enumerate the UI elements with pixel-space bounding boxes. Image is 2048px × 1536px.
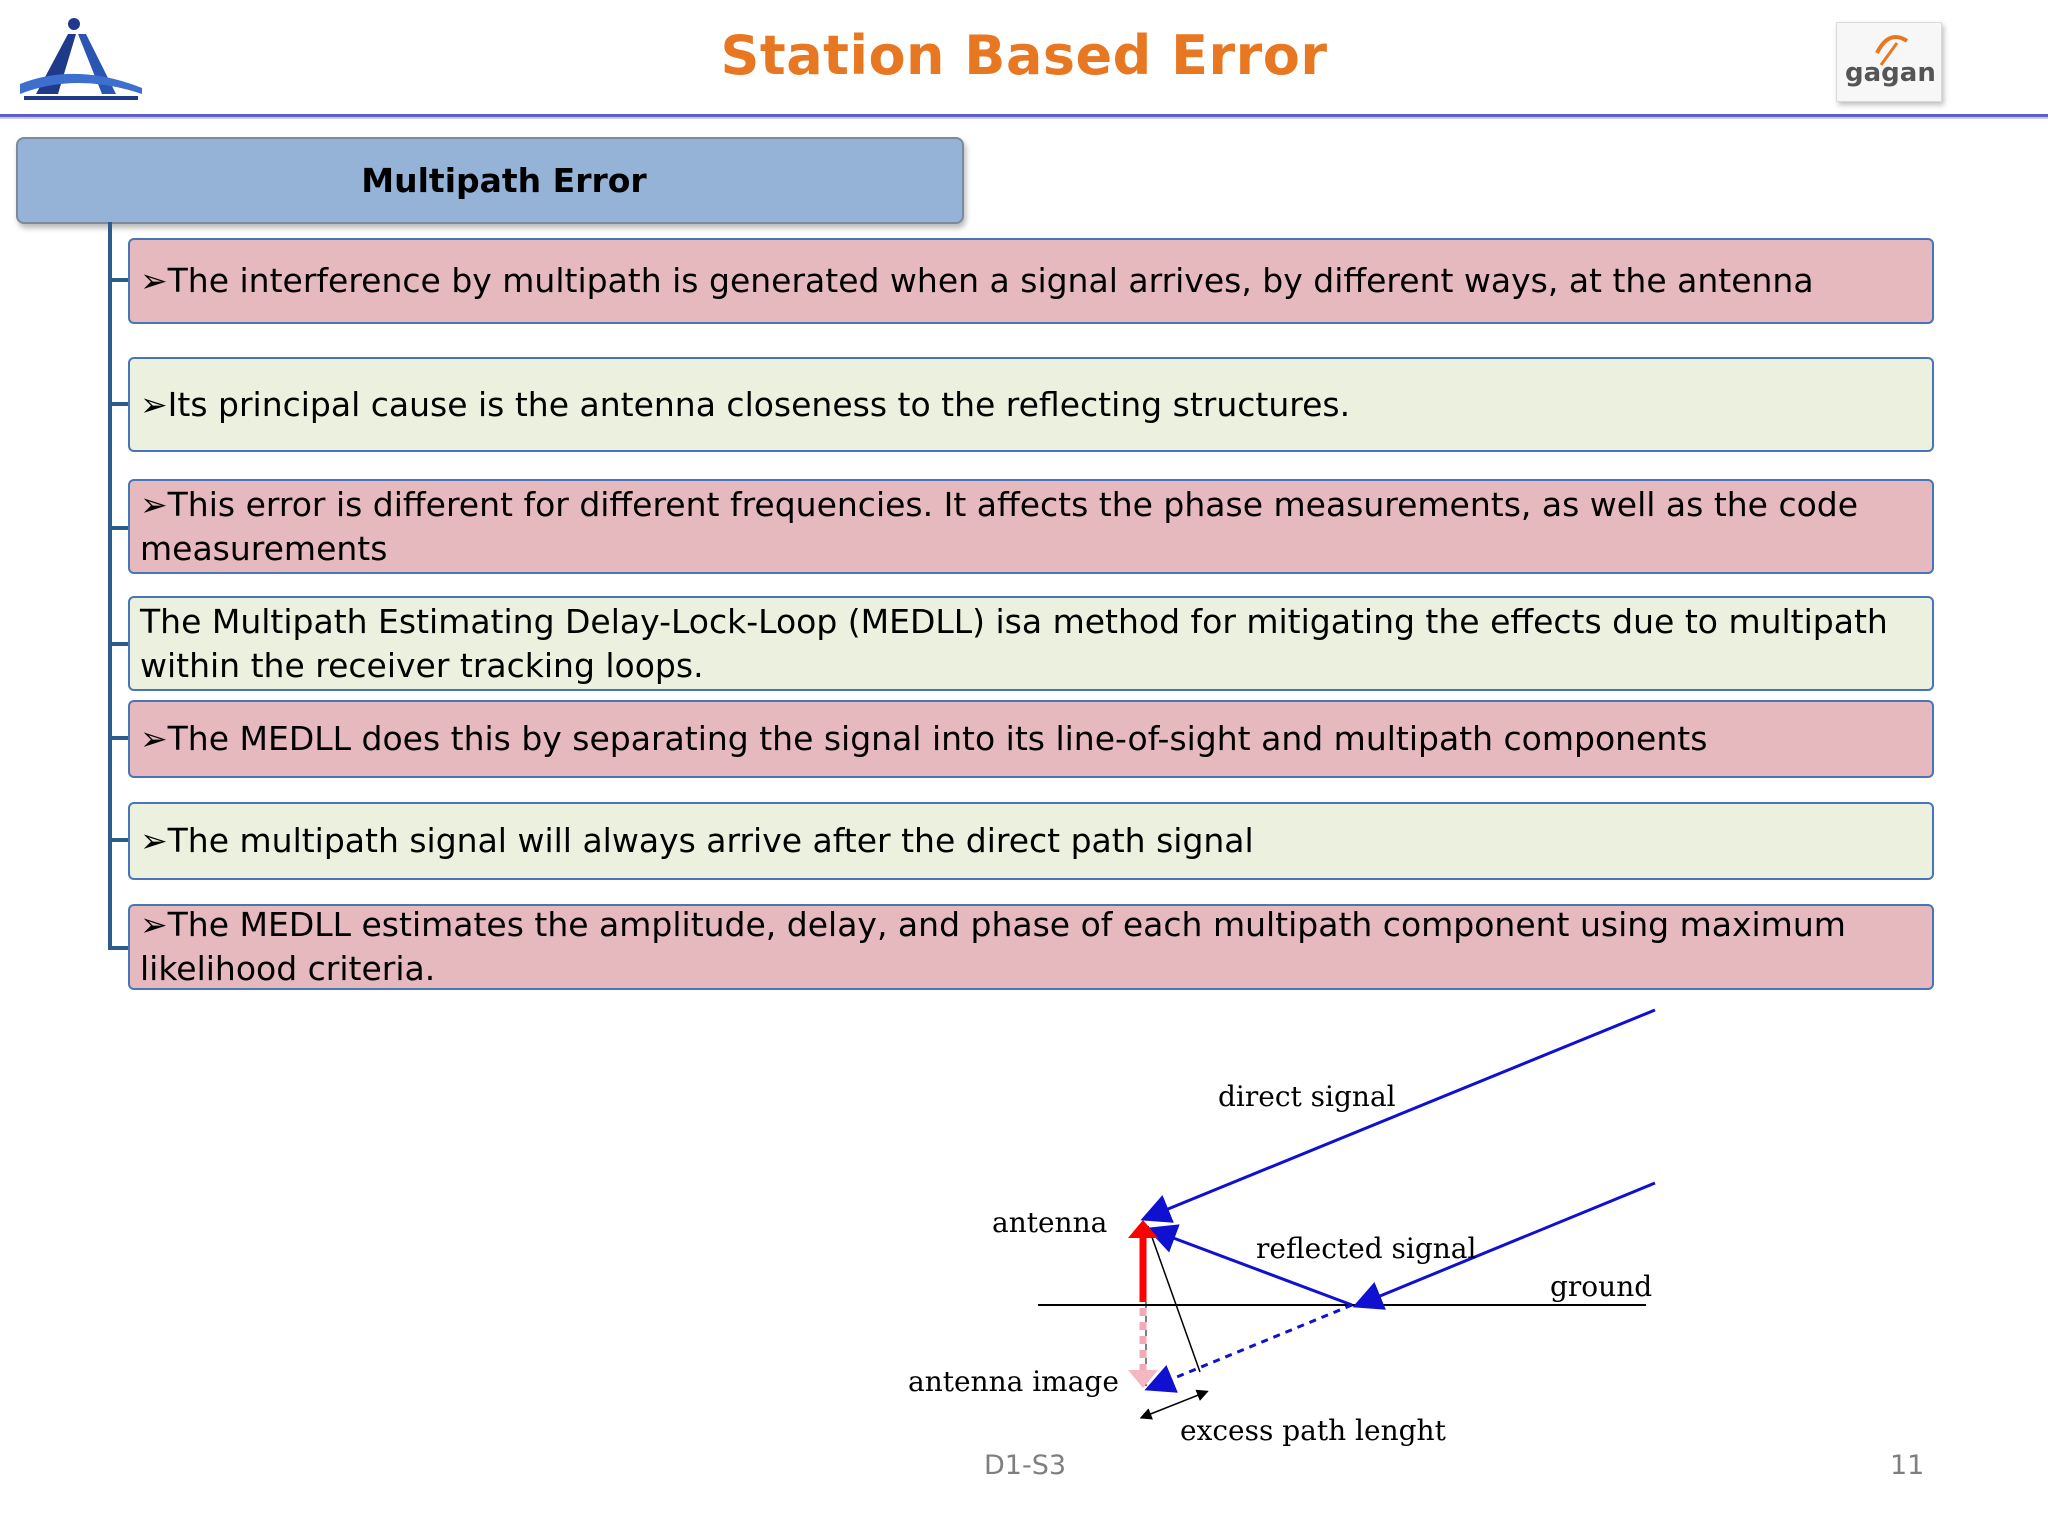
- tree-tick: [108, 736, 130, 740]
- bullet-text: ➢This error is different for different f…: [140, 484, 1859, 568]
- slide-title: Station Based Error: [720, 24, 1328, 87]
- page-number: 11: [1890, 1450, 1925, 1481]
- tree-tick: [108, 402, 130, 406]
- tree-tick: [108, 278, 130, 282]
- bullet-text: ➢The interference by multipath is genera…: [140, 261, 1814, 300]
- tree-tick: [108, 526, 130, 530]
- reflected-signal-ray: [1146, 1224, 1353, 1307]
- header-divider: [0, 114, 2048, 117]
- bullet-box: ➢This error is different for different f…: [128, 479, 1934, 574]
- excess-path-label: excess path lenght: [1180, 1414, 1447, 1447]
- aai-logo-icon: [16, 14, 146, 106]
- bullet-box: ➢The MEDLL does this by separating the s…: [128, 700, 1934, 778]
- tree-connector: [108, 222, 112, 950]
- gagan-logo-icon: gagan: [1836, 22, 1942, 102]
- footer-slide-code: D1-S3: [984, 1450, 1067, 1481]
- reflected-signal-label: reflected signal: [1256, 1232, 1477, 1265]
- antenna-icon: [1128, 1220, 1158, 1238]
- logo-right-text: gagan: [1845, 58, 1936, 88]
- bullet-text: ➢The multipath signal will always arrive…: [140, 821, 1254, 860]
- direct-signal-ray: [1140, 1008, 1656, 1223]
- image-path-ray: [1144, 1303, 1353, 1393]
- tree-tick: [108, 642, 130, 646]
- antenna-image-label: antenna image: [908, 1365, 1119, 1398]
- multipath-diagram: direct signal antenna reflected signal g…: [890, 1000, 1670, 1460]
- incoming-reflected-ray: [1352, 1181, 1656, 1310]
- tree-tick: [108, 838, 130, 842]
- bullet-box: ➢The interference by multipath is genera…: [128, 238, 1934, 324]
- bullet-box: The Multipath Estimating Delay-Lock-Loop…: [128, 596, 1934, 691]
- geometry-line: [1147, 1225, 1201, 1373]
- direct-signal-label: direct signal: [1218, 1080, 1396, 1113]
- bullet-text: ➢The MEDLL does this by separating the s…: [140, 719, 1708, 758]
- section-header-box: Multipath Error: [16, 137, 964, 224]
- excess-path-arrow: [1139, 1389, 1209, 1420]
- antenna-label: antenna: [992, 1206, 1107, 1239]
- header-divider-shadow: [0, 117, 2048, 119]
- bullet-text: The Multipath Estimating Delay-Lock-Loop…: [140, 601, 1888, 685]
- tree-tick: [108, 946, 130, 950]
- bullet-text: ➢Its principal cause is the antenna clos…: [140, 384, 1351, 424]
- bullet-box: ➢The multipath signal will always arrive…: [128, 802, 1934, 880]
- antenna-image-icon: [1128, 1370, 1158, 1388]
- bullet-box: ➢Its principal cause is the antenna clos…: [128, 357, 1934, 452]
- bullet-box: ➢The MEDLL estimates the amplitude, dela…: [128, 904, 1934, 990]
- ground-label: ground: [1550, 1270, 1652, 1303]
- section-title: Multipath Error: [361, 161, 647, 200]
- bullet-text: ➢The MEDLL estimates the amplitude, dela…: [140, 905, 1846, 988]
